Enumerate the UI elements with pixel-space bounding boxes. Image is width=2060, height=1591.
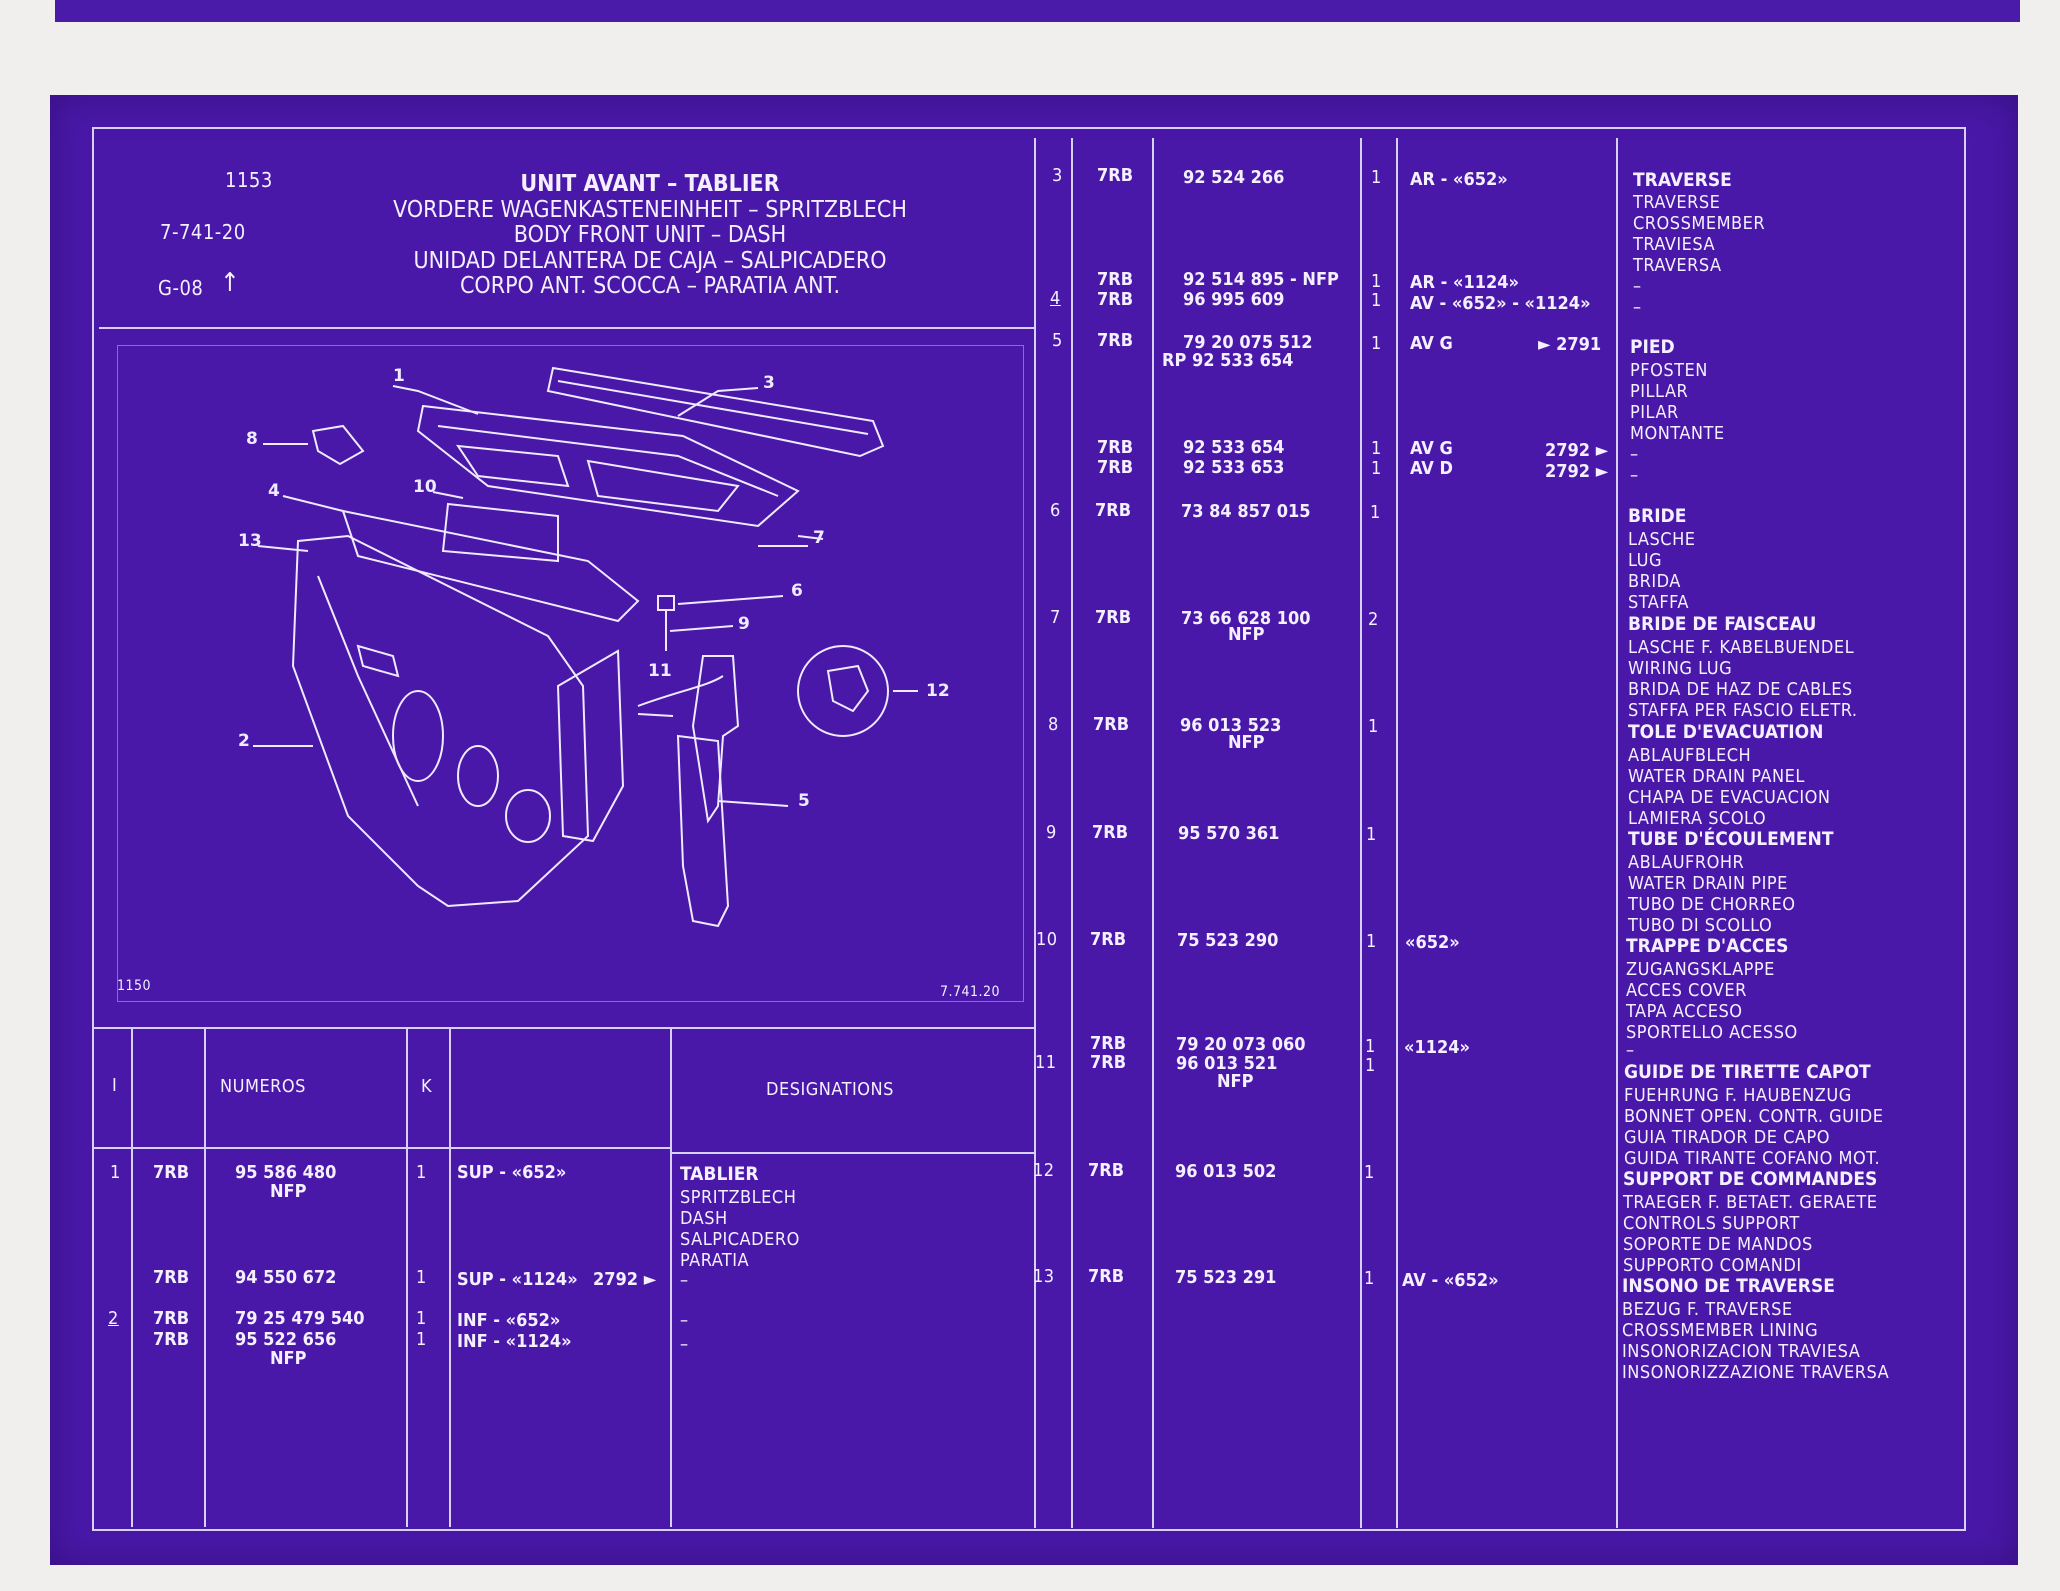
callout-13: 13 bbox=[238, 531, 262, 551]
dash-assembly-illustration: 1 2 3 4 5 6 7 8 9 10 11 12 13 bbox=[238, 366, 950, 928]
col-header-k: K bbox=[421, 1076, 433, 1097]
title-italian: CORPO ANT. SCOCCA – PARATIA ANT. bbox=[459, 273, 841, 299]
callout-11: 11 bbox=[648, 661, 672, 681]
title-english: BODY FRONT UNIT – DASH bbox=[513, 222, 787, 248]
col-header-index: I bbox=[112, 1075, 118, 1096]
drawing-reference-label: 7.741.20 bbox=[940, 984, 1001, 1000]
exploded-parts-drawing: 1 2 3 4 5 6 7 8 9 10 11 12 13 bbox=[117, 345, 1024, 1002]
callout-10: 10 bbox=[413, 477, 437, 497]
callout-5: 5 bbox=[798, 791, 810, 811]
title-french: UNIT AVANT – TABLIER bbox=[520, 171, 780, 197]
catalog-reference: 7-741-20 bbox=[160, 220, 246, 244]
callout-8: 8 bbox=[246, 429, 258, 449]
title-german: VORDERE WAGENKASTENEINHEIT – SPRITZBLECH bbox=[393, 197, 907, 223]
group-code: G-08 bbox=[158, 276, 204, 300]
plate-number: 1153 bbox=[225, 168, 273, 192]
callout-6: 6 bbox=[791, 581, 803, 601]
col-header-numeros: NUMEROS bbox=[220, 1076, 306, 1097]
callout-4: 4 bbox=[268, 481, 280, 501]
title-spanish: UNIDAD DELANTERA DE CAJA – SALPICADERO bbox=[413, 248, 887, 274]
callout-2: 2 bbox=[238, 731, 250, 751]
callout-1: 1 bbox=[393, 366, 405, 386]
drawing-plate-label: 1150 bbox=[117, 978, 152, 994]
up-arrow-icon: ↑ bbox=[220, 268, 240, 298]
callout-12: 12 bbox=[926, 681, 950, 701]
outer-frame bbox=[92, 127, 1966, 1531]
callout-9: 9 bbox=[738, 614, 750, 634]
col-header-designations: DESIGNATIONS bbox=[766, 1079, 894, 1100]
previous-sheet-edge bbox=[55, 0, 2020, 22]
callout-3: 3 bbox=[763, 373, 775, 393]
callout-7: 7 bbox=[813, 528, 825, 548]
